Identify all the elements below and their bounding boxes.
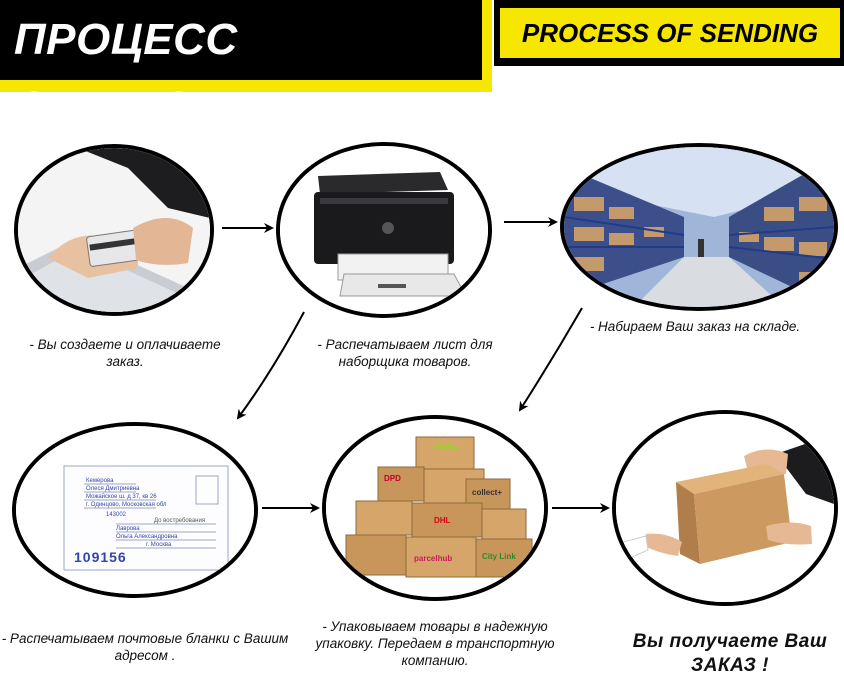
boxes-illustration: YODEL DPD DHL collect+ parcelhub City Li… [326, 419, 544, 597]
svg-text:Лаврова: Лаврова [116, 526, 140, 532]
step-1-caption: - Вы создаете и оплачиваете заказ. [29, 337, 221, 369]
brand-dpd: DPD [384, 474, 401, 483]
svg-text:Кемерова: Кемерова [86, 478, 114, 484]
printer-illustration [280, 146, 488, 314]
svg-text:Можайское ш. д 37, кв 26: Можайское ш. д 37, кв 26 [86, 493, 157, 500]
step-6-caption: Вы получаете Ваш ЗАКАЗ ! [632, 631, 828, 676]
step-3-caption: - Набираем Ваш заказ на складе. [589, 319, 801, 334]
postcode-large: 109156 [74, 549, 127, 565]
brand-collect: collect+ [472, 488, 502, 497]
step-5-caption: - Упаковываем товары в надежную упаковку… [315, 619, 555, 668]
svg-text:Олеся Дмитриевна: Олеся Дмитриевна [86, 486, 140, 492]
step-4-circle: Кемерова Олеся Дмитриевна Можайское ш. д… [12, 422, 258, 598]
step-4-caption: - Распечатываем почтовые бланки с Вашим … [1, 631, 289, 663]
handover-illustration [616, 414, 834, 602]
envelope-to-label: До востребования [154, 518, 205, 524]
brand-citylink: City Link [482, 552, 516, 561]
arrow-3-to-5 [518, 307, 583, 412]
step-5-circle: YODEL DPD DHL collect+ parcelhub City Li… [322, 415, 548, 601]
warehouse-illustration [564, 147, 834, 307]
title-banner [0, 0, 482, 80]
page-title: ПРОЦЕСС ОТГРУЗКИ [14, 15, 250, 132]
brand-yodel: YODEL [432, 442, 460, 451]
postcode-small: 143002 [106, 512, 127, 518]
step-2-caption: - Распечатываем лист для наборщика товар… [317, 337, 493, 369]
step-6-circle [612, 410, 838, 606]
svg-text:г. Одинцово, Московская обл: г. Одинцово, Московская обл [86, 502, 167, 508]
step-2-circle [276, 142, 492, 318]
postal-form-illustration: Кемерова Олеся Дмитриевна Можайское ш. д… [16, 426, 254, 594]
step-3-circle [560, 143, 838, 311]
arrow-2-to-4 [236, 311, 305, 420]
brand-dhl: DHL [434, 516, 451, 525]
page-subtitle: PROCESS OF SENDING [521, 18, 819, 48]
envelope-city: г. Москва [146, 542, 172, 548]
step-1-circle [14, 144, 214, 316]
svg-text:Ольга Александровна: Ольга Александровна [116, 534, 178, 540]
subtitle-banner [500, 8, 840, 58]
brand-parcelhub: parcelhub [414, 554, 452, 563]
